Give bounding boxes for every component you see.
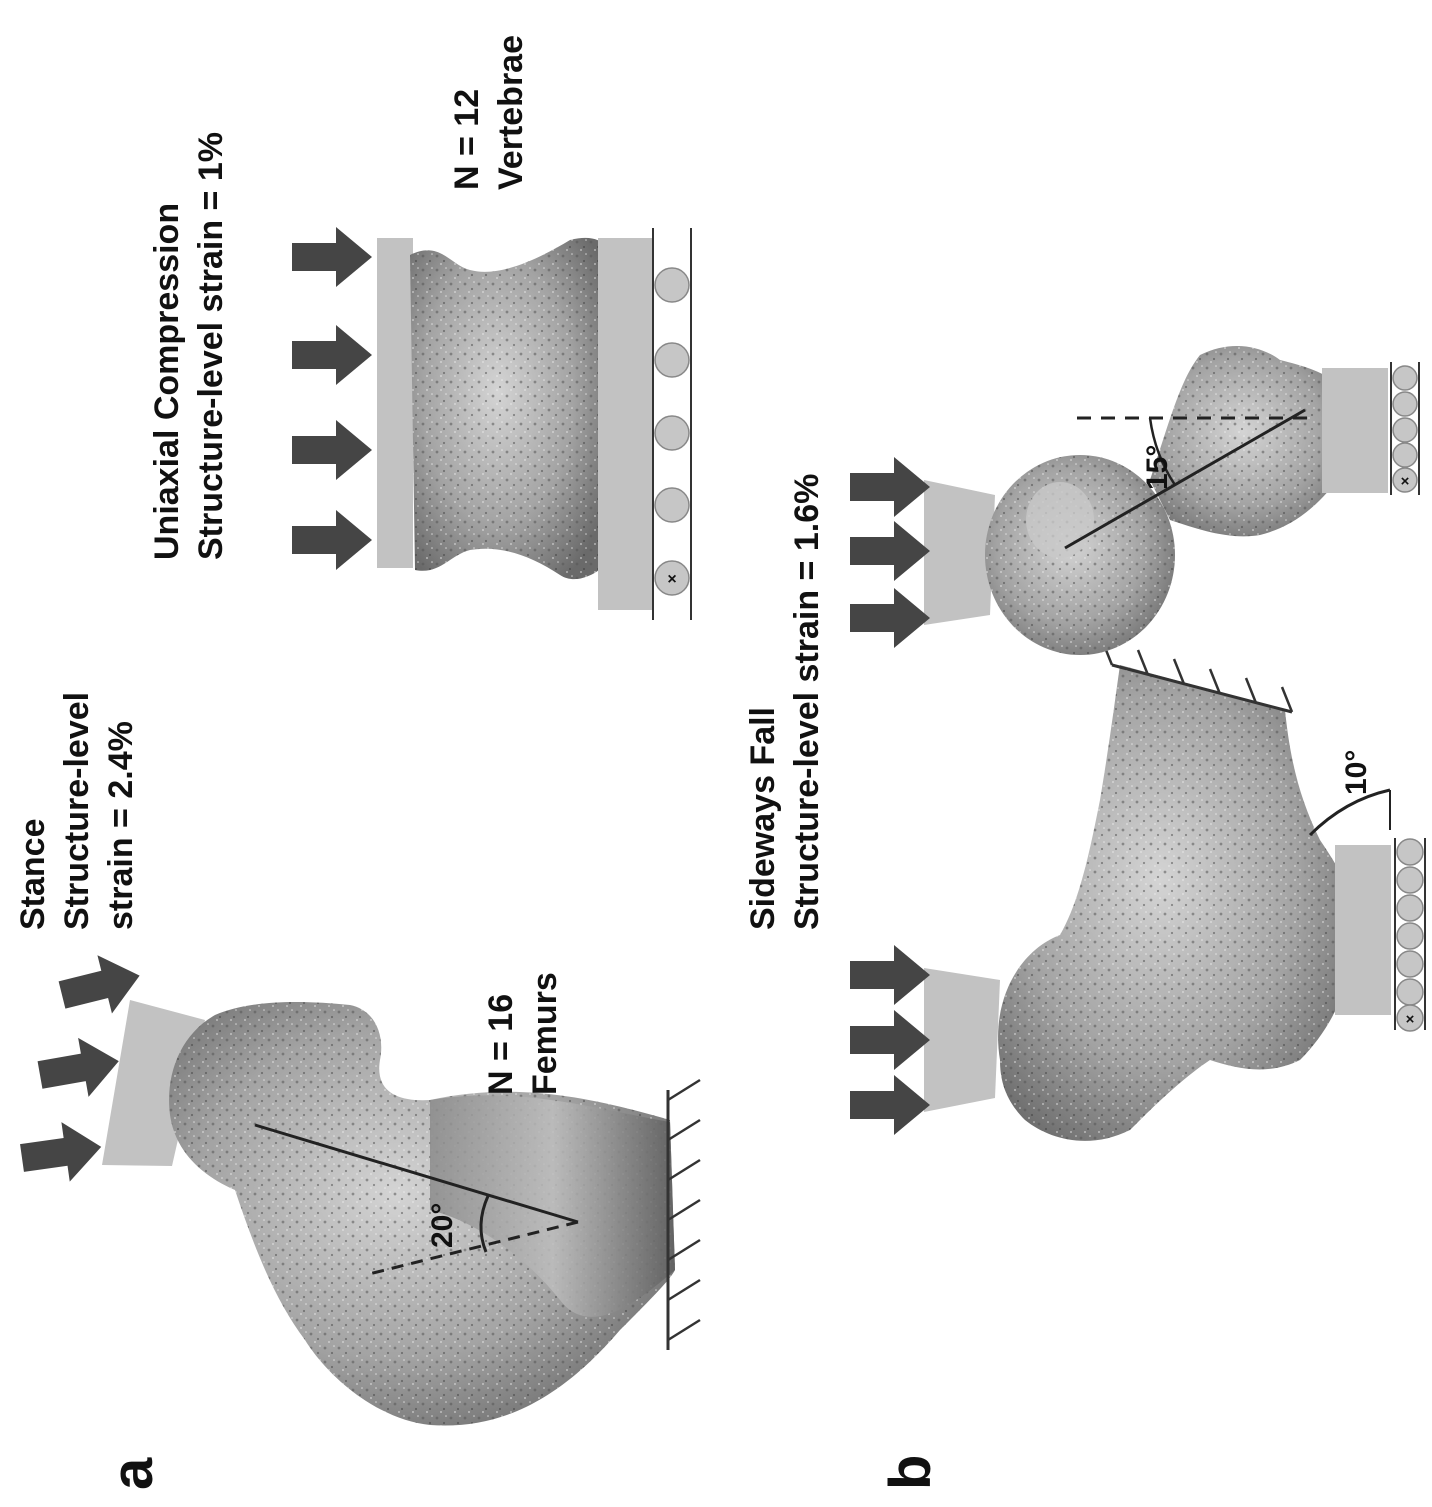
stance-femur-bone (169, 1002, 675, 1426)
fall-left-angle-label: 10° (1340, 750, 1373, 795)
panel-letter-b: b (878, 1455, 943, 1490)
fall-caption: Sideways Fall Structure-level strain = 1… (744, 474, 826, 930)
fall-left-arrow-3 (850, 1075, 930, 1135)
compression-caption: Uniaxial Compression Structure-level str… (148, 132, 230, 560)
svg-text:×: × (1406, 1011, 1415, 1028)
stance-angle-label: 20° (426, 1203, 459, 1248)
fall-right-arrow-3 (850, 588, 930, 648)
compression-specimen-label: Vertebrae (492, 35, 530, 190)
stance-arrow-1 (18, 1117, 106, 1188)
fall-strain: Structure-level strain = 1.6% (788, 474, 826, 930)
fall-right-bottom-plate (1322, 368, 1388, 493)
stance-specimen-label: Femurs (526, 972, 564, 1095)
compression-strain: Structure-level strain = 1% (192, 132, 230, 560)
fall-left-arrow-1 (850, 945, 930, 1005)
compression-arrow-4 (292, 510, 372, 570)
compression-vertebra-setup: × (292, 227, 691, 620)
fall-right-arrow-1 (850, 457, 930, 517)
compression-n-label: N = 12 (448, 89, 486, 190)
fall-right-rollers: × (1391, 362, 1419, 495)
fall-left-arrow-2 (850, 1010, 930, 1070)
fall-femur-left-setup: 10° × (850, 640, 1425, 1141)
fall-femur-right-setup: 15° × (850, 346, 1419, 655)
fall-right-angle-label: 15° (1141, 445, 1174, 490)
stance-sample-caption: N = 16 Femurs (482, 972, 564, 1095)
fall-right-arrow-2 (850, 521, 930, 581)
compression-top-plate (377, 238, 413, 568)
compression-arrow-2 (292, 325, 372, 385)
fall-left-bottom-plate (1335, 845, 1391, 1015)
stance-caption: Stance Structure-level strain = 2.4% (14, 692, 140, 930)
compression-arrow-1 (292, 227, 372, 287)
fall-title: Sideways Fall (744, 707, 782, 930)
compression-sample-caption: N = 12 Vertebrae (448, 35, 530, 190)
svg-text:×: × (1401, 473, 1410, 490)
stance-line3: strain = 2.4% (102, 721, 140, 930)
fall-left-load-plate (924, 968, 1000, 1112)
compression-rollers: × (653, 228, 691, 620)
compression-title: Uniaxial Compression (148, 203, 186, 560)
svg-text:×: × (667, 571, 676, 588)
stance-n-label: N = 16 (482, 994, 520, 1095)
stance-title: Stance (14, 819, 52, 931)
stance-arrow-2 (35, 1032, 124, 1105)
panel-letter-a: a (100, 1457, 165, 1490)
stance-femur-setup: 20° (18, 947, 700, 1426)
fall-left-rollers: × (1395, 838, 1425, 1031)
stance-line2: Structure-level (58, 692, 96, 930)
fall-right-load-plate (924, 480, 995, 625)
compression-arrow-3 (292, 420, 372, 480)
compression-bottom-plate (598, 238, 654, 610)
fall-right-femur-bone (985, 346, 1356, 655)
fall-left-angle-arc (1310, 790, 1390, 835)
fall-left-femur-bone (998, 665, 1356, 1141)
vertebra-bone (410, 238, 605, 579)
